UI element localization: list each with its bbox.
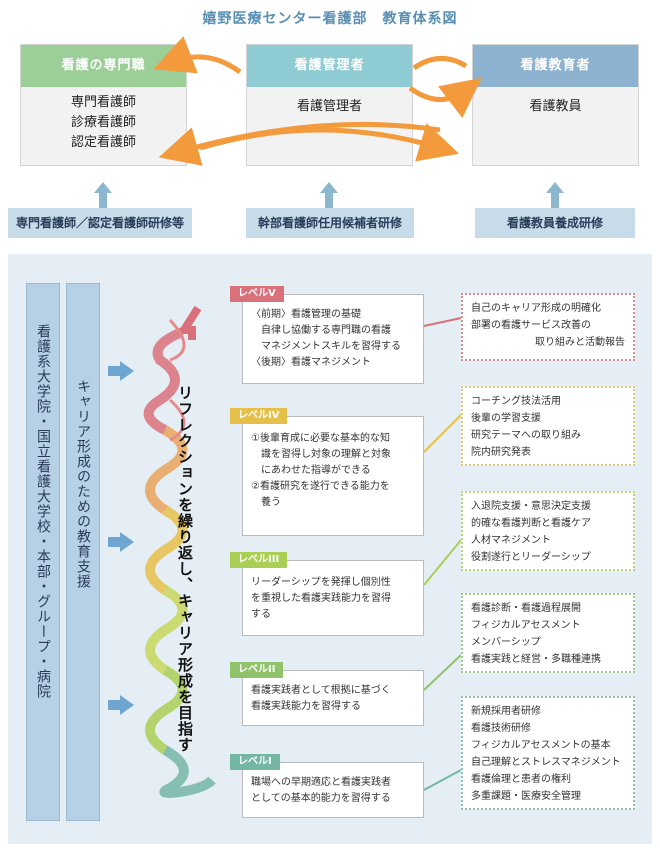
detail-item: 的確な看護判断と看護ケア <box>471 518 591 529</box>
reflection-slogan: リフレクションを繰り返し、キャリア形成を目指す <box>176 385 194 753</box>
level-3-line: を重視した看護実践能力を習得 <box>251 593 391 604</box>
specialist-training-bar: 専門看護師／認定看護師研修等 <box>8 208 192 238</box>
detail-item: 看護実践と経営・多職種連携 <box>471 654 601 665</box>
level-5-box: 〈前期〉看護管理の基礎 自律し協働する専門職の看護 マネジメントスキルを習得する… <box>242 294 424 384</box>
specialist-item: 専門看護師 <box>70 95 136 110</box>
right-arrow-icon <box>120 532 134 552</box>
level-4-line: 識を習得し対象の理解と対象 <box>251 449 391 460</box>
detail-item: フィジカルアセスメントの基本 <box>471 740 611 751</box>
right-arrow-icon <box>120 695 134 715</box>
detail-item: 院内研究発表 <box>471 447 531 458</box>
detail-item: コーチング技法活用 <box>471 396 561 407</box>
level-1-tag: レベルⅠ <box>230 754 280 770</box>
level-5-line: マネジメントスキルを習得する <box>251 341 401 352</box>
level-4-line: ②看護研究を遂行できる能力を <box>251 481 390 492</box>
level-5-line: 〈前期〉看護管理の基礎 <box>251 309 361 320</box>
right-arrow-stem <box>108 366 122 376</box>
detail-item: メンバーシップ <box>471 637 541 648</box>
arrow-manager-to-educator <box>408 77 482 119</box>
specialist-item: 診療看護師 <box>70 115 136 130</box>
level-5-line: 〈後期〉看護マネジメント <box>251 357 371 368</box>
level-2-line: 看護実践能力を習得する <box>251 701 361 712</box>
detail-item: 看護診断・看護過程展開 <box>471 603 581 614</box>
arrow-manager-to-specialist <box>153 36 242 75</box>
level-5-tag: レベルV <box>230 286 284 302</box>
arrow-educator-to-specialist <box>158 121 441 166</box>
level-3-box: リーダーシップを発揮し個別性 を重視した看護実践能力を習得 する <box>242 560 424 636</box>
up-arrow-icon <box>94 182 112 193</box>
career-cycle-arrows <box>153 36 482 166</box>
page-title: 嬉野医療センター看護部 教育体系図 <box>202 11 458 27</box>
arrow-educator-to-manager <box>412 56 468 71</box>
detail-item: 役割遂行とリーダーシップ <box>471 552 591 563</box>
detail-item: 看護倫理と患者の権利 <box>471 774 571 785</box>
support-column: キャリア形成のための教育支援 <box>66 283 100 821</box>
institution-column: 看護系大学院・国立看護大学校・本部・グループ・病院 <box>26 283 60 821</box>
detail-item: 新規採用者研修 <box>471 706 541 717</box>
up-arrow-stem <box>551 193 559 208</box>
level-5-line: 自律し協働する専門職の看護 <box>251 325 391 336</box>
level-3-tag: レベルIII <box>230 552 288 568</box>
educator-box: 看護教育者 看護教員 <box>472 44 639 166</box>
level-1-box: 職場への早期適応と看護実践者 としての基本的能力を習得する <box>242 762 424 818</box>
level-3-line: リーダーシップを発揮し個別性 <box>251 577 391 588</box>
up-arrow-stem <box>325 193 333 208</box>
level-2-line: 看護実践者として根拠に基づく <box>251 685 391 696</box>
level-5-detail: 自己のキャリア形成の明確化 部署の看護サービス改善の 取り組みと活動報告 <box>461 293 635 361</box>
reflection-spiral <box>143 305 216 798</box>
detail-item: 自己のキャリア形成の明確化 <box>471 303 601 314</box>
detail-item: 人材マネジメント <box>471 535 551 546</box>
level-2-tag: レベルII <box>230 662 284 678</box>
detail-item: フィジカルアセスメント <box>471 620 581 631</box>
manager-item: 看護管理者 <box>296 99 362 114</box>
detail-item: 多重課題・医療安全管理 <box>471 791 581 802</box>
up-arrow-icon <box>320 182 338 193</box>
up-arrow-icon <box>546 182 564 193</box>
educator-item: 看護教員 <box>529 99 582 114</box>
detail-item: 部署の看護サービス改善の <box>471 320 591 331</box>
detail-item: 研究テーマへの取り組み <box>471 430 581 441</box>
manager-box: 看護管理者 看護管理者 <box>246 44 413 166</box>
detail-item: 入退院支援・意思決定支援 <box>471 501 591 512</box>
manager-box-head: 看護管理者 <box>247 45 412 87</box>
level-1-line: 職場への早期適応と看護実践者 <box>251 777 391 788</box>
level-4-tag: レベルIV <box>230 408 288 424</box>
level-2-box: 看護実践者として根拠に基づく 看護実践能力を習得する <box>242 670 424 726</box>
support-column-label: キャリア形成のための教育支援 <box>75 379 91 589</box>
level-4-line: 養う <box>251 497 281 508</box>
right-arrow-stem <box>108 700 122 710</box>
up-arrow-stem <box>99 193 107 208</box>
manager-training-bar: 幹部看護師任用候補者研修 <box>246 208 414 238</box>
specialist-item: 認定看護師 <box>70 135 136 150</box>
level-1-line: としての基本的能力を習得する <box>251 793 391 804</box>
educator-box-head: 看護教育者 <box>473 45 638 87</box>
level-3-line: する <box>251 609 271 620</box>
right-arrow-icon <box>120 361 134 381</box>
level-3-detail: 入退院支援・意思決定支援 的確な看護判断と看護ケア 人材マネジメント 役割遂行と… <box>461 491 635 571</box>
level-4-box: ①後輩育成に必要な基本的な知 識を習得し対象の理解と対象 にあわせた指導ができる… <box>242 416 424 536</box>
educator-training-bar: 看護教員養成研修 <box>475 208 635 238</box>
detail-item: 後輩の学習支援 <box>471 413 541 424</box>
detail-item: 取り組みと活動報告 <box>535 337 625 348</box>
level-4-line: ①後輩育成に必要な基本的な知 <box>251 433 390 444</box>
detail-item: 自己理解とストレスマネジメント <box>471 757 621 768</box>
level-1-detail: 新規採用者研修 看護技術研修 フィジカルアセスメントの基本 自己理解とストレスマ… <box>461 696 635 810</box>
detail-item: 看護技術研修 <box>471 723 531 734</box>
level-4-line: にあわせた指導ができる <box>251 465 371 476</box>
level-2-detail: 看護診断・看護過程展開 フィジカルアセスメント メンバーシップ 看護実践と経営・… <box>461 593 635 673</box>
level-4-detail: コーチング技法活用 後輩の学習支援 研究テーマへの取り組み 院内研究発表 <box>461 386 635 466</box>
institution-column-label: 看護系大学院・国立看護大学校・本部・グループ・病院 <box>35 324 51 699</box>
right-arrow-stem <box>108 537 122 547</box>
